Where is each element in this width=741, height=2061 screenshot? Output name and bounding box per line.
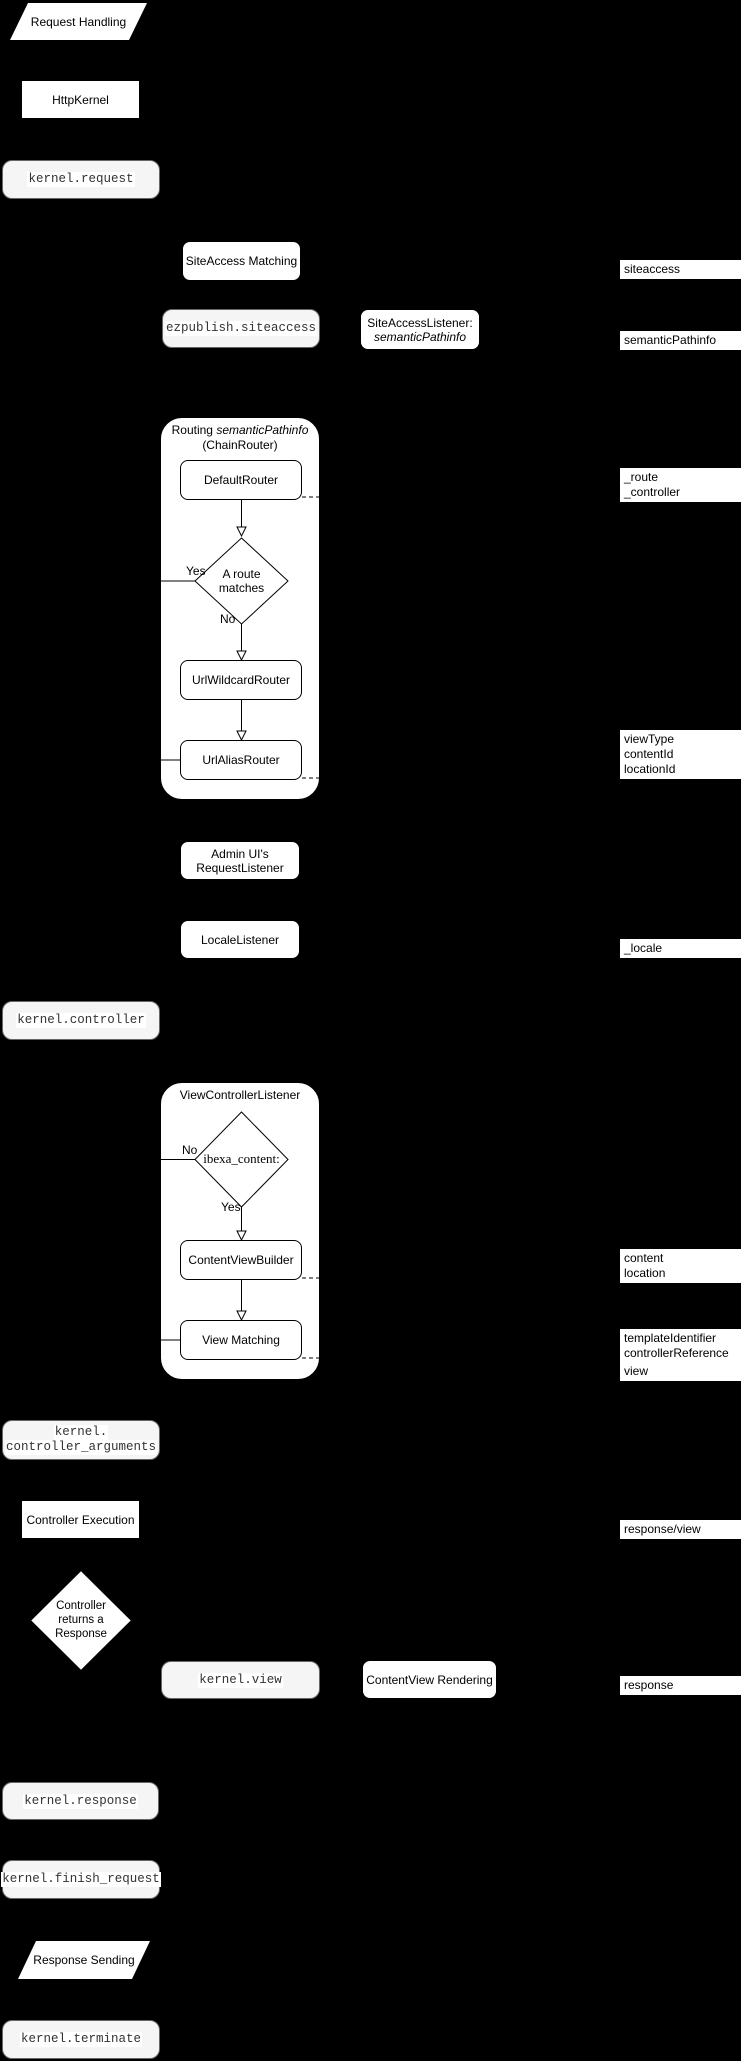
no-text: No xyxy=(182,1143,198,1157)
controller-execution-label: Controller Execution xyxy=(26,1512,135,1527)
controller-execution-box: Controller Execution xyxy=(21,1500,140,1539)
template-identifier-side-label-text: templateIdentifier xyxy=(624,1331,717,1345)
response-sending-label: Response Sending xyxy=(33,1953,135,1967)
controller-returns-line1: Controller xyxy=(56,1600,106,1612)
content-view-builder-box: ContentViewBuilder xyxy=(180,1240,302,1280)
ibexa-content-no-label: No xyxy=(182,1143,197,1157)
yes-text: Yes xyxy=(186,564,206,578)
view-matching-label: View Matching xyxy=(202,1333,280,1347)
admin-ui-label-line1: Admin UI's xyxy=(211,846,269,861)
ibexa-content-yes-label: Yes xyxy=(221,1200,241,1214)
view-side-label: view xyxy=(620,1362,741,1381)
siteaccess-side-label-text: siteaccess xyxy=(624,262,681,276)
route-matches-no-label: No xyxy=(220,612,235,626)
kernel-view-label: kernel.view xyxy=(198,1672,283,1688)
response-view-side-label: response/view xyxy=(620,1520,741,1539)
contentid-side-label-text: contentId xyxy=(624,747,674,761)
ibexa-content-text: ibexa_content: xyxy=(203,1151,280,1166)
kernel-response-event: kernel.response xyxy=(2,1782,159,1820)
kernel-terminate-label: kernel.terminate xyxy=(19,2032,143,2047)
route-matches-diamond-text: A route matches xyxy=(196,567,287,595)
controller-returns-response-diamond-text: Controller returns a Response xyxy=(31,1599,131,1641)
url-wildcard-router-label: UrlWildcardRouter xyxy=(191,673,291,687)
admin-ui-label-line2: RequestListener xyxy=(196,860,284,875)
location-side-label-text: location xyxy=(624,1266,666,1280)
route-side-label-text: _route xyxy=(624,470,659,484)
ezpublish-siteaccess-event: ezpublish.siteaccess xyxy=(162,309,320,348)
locationid-side-label-text: locationId xyxy=(624,762,676,776)
kernel-response-label: kernel.response xyxy=(23,1793,138,1809)
route-matches-line1: A route xyxy=(222,567,261,581)
route-matches-yes-label: Yes xyxy=(186,564,206,578)
default-router-label: DefaultRouter xyxy=(203,473,279,487)
view-controller-listener-title-text: ViewControllerListener xyxy=(179,1088,301,1102)
kernel-finish-request-label: kernel.finish_request xyxy=(1,1872,161,1887)
ezpublish-siteaccess-label: ezpublish.siteaccess xyxy=(164,321,318,336)
kernel-controller-arguments-line1: kernel. xyxy=(53,1425,109,1440)
route-matches-line2: matches xyxy=(218,581,265,595)
contentview-rendering-box: ContentView Rendering xyxy=(362,1660,497,1699)
siteaccess-matching-box: SiteAccess Matching xyxy=(182,241,301,281)
siteaccess-side-label: siteaccess xyxy=(620,260,741,279)
routing-container-title: Routing semanticPathinfo (ChainRouter) xyxy=(160,423,320,453)
kernel-controller-arguments-line2: controller_arguments xyxy=(4,1440,158,1455)
no-text: No xyxy=(220,612,236,626)
routing-title-plain: Routing xyxy=(171,423,217,437)
content-view-builder-label: ContentViewBuilder xyxy=(188,1253,294,1267)
routing-title-line2: (ChainRouter) xyxy=(202,438,278,452)
url-alias-router-box: UrlAliasRouter xyxy=(180,740,302,780)
view-params-side-label: viewType contentId locationId xyxy=(620,730,741,779)
controller-reference-side-label-text: controllerReference xyxy=(624,1346,729,1360)
kernel-controller-arguments-event: kernel. controller_arguments xyxy=(2,1420,160,1460)
view-matching-box: View Matching xyxy=(180,1320,302,1360)
semantic-pathinfo-side-label-text: semanticPathinfo xyxy=(624,333,717,347)
http-kernel-box: HttpKernel xyxy=(21,80,140,119)
response-view-side-label-text: response/view xyxy=(624,1522,701,1536)
controller-returns-line3: Response xyxy=(55,1628,107,1640)
view-controller-listener-title: ViewControllerListener xyxy=(160,1088,320,1103)
locale-listener-label: LocaleListener xyxy=(200,932,280,947)
kernel-controller-event: kernel.controller xyxy=(2,1001,160,1040)
contentview-rendering-label: ContentView Rendering xyxy=(366,1672,493,1687)
response-side-label-text: response xyxy=(624,1678,674,1692)
content-location-side-label: content location xyxy=(620,1249,741,1283)
kernel-terminate-event: kernel.terminate xyxy=(2,2020,160,2059)
url-wildcard-router-box: UrlWildcardRouter xyxy=(180,660,302,700)
response-sending-terminator: Response Sending xyxy=(18,1941,150,1979)
siteaccess-matching-label: SiteAccess Matching xyxy=(185,254,298,268)
kernel-request-event: kernel.request xyxy=(2,160,160,199)
locale-side-label: _locale xyxy=(620,939,741,958)
request-handling-terminator: Request Handling xyxy=(10,3,147,40)
semantic-pathinfo-side-label: semanticPathinfo xyxy=(620,331,741,350)
kernel-controller-label: kernel.controller xyxy=(16,1013,146,1028)
siteaccess-listener-label-line2: semanticPathinfo xyxy=(373,329,467,344)
yes-text: Yes xyxy=(221,1200,241,1214)
http-kernel-label: HttpKernel xyxy=(52,92,109,107)
response-side-label: response xyxy=(620,1676,741,1695)
kernel-finish-request-event: kernel.finish_request xyxy=(1,1860,161,1899)
admin-ui-request-listener-box: Admin UI's RequestListener xyxy=(180,841,300,880)
routing-title-italic: semanticPathinfo xyxy=(216,423,309,437)
content-side-label-text: content xyxy=(624,1251,664,1265)
locale-listener-box: LocaleListener xyxy=(180,920,300,959)
default-router-box: DefaultRouter xyxy=(180,460,302,500)
route-controller-side-label: _route _controller xyxy=(620,468,741,502)
siteaccess-listener-label-line1: SiteAccessListener: xyxy=(367,315,473,330)
viewtype-side-label-text: viewType xyxy=(624,732,675,746)
controller-returns-line2: returns a xyxy=(58,1614,104,1626)
locale-side-label-text: _locale xyxy=(624,941,663,955)
kernel-request-label: kernel.request xyxy=(27,172,135,187)
request-handling-label: Request Handling xyxy=(30,14,127,29)
view-side-label-text: view xyxy=(624,1364,649,1378)
template-controller-side-label: templateIdentifier controllerReference xyxy=(620,1329,741,1363)
ibexa-content-diamond-text: ibexa_content: xyxy=(180,1152,303,1166)
siteaccess-listener-box: SiteAccessListener: semanticPathinfo xyxy=(360,309,480,350)
kernel-view-event: kernel.view xyxy=(161,1661,320,1699)
controller-side-label-text: _controller xyxy=(624,485,681,499)
url-alias-router-label: UrlAliasRouter xyxy=(202,753,280,767)
